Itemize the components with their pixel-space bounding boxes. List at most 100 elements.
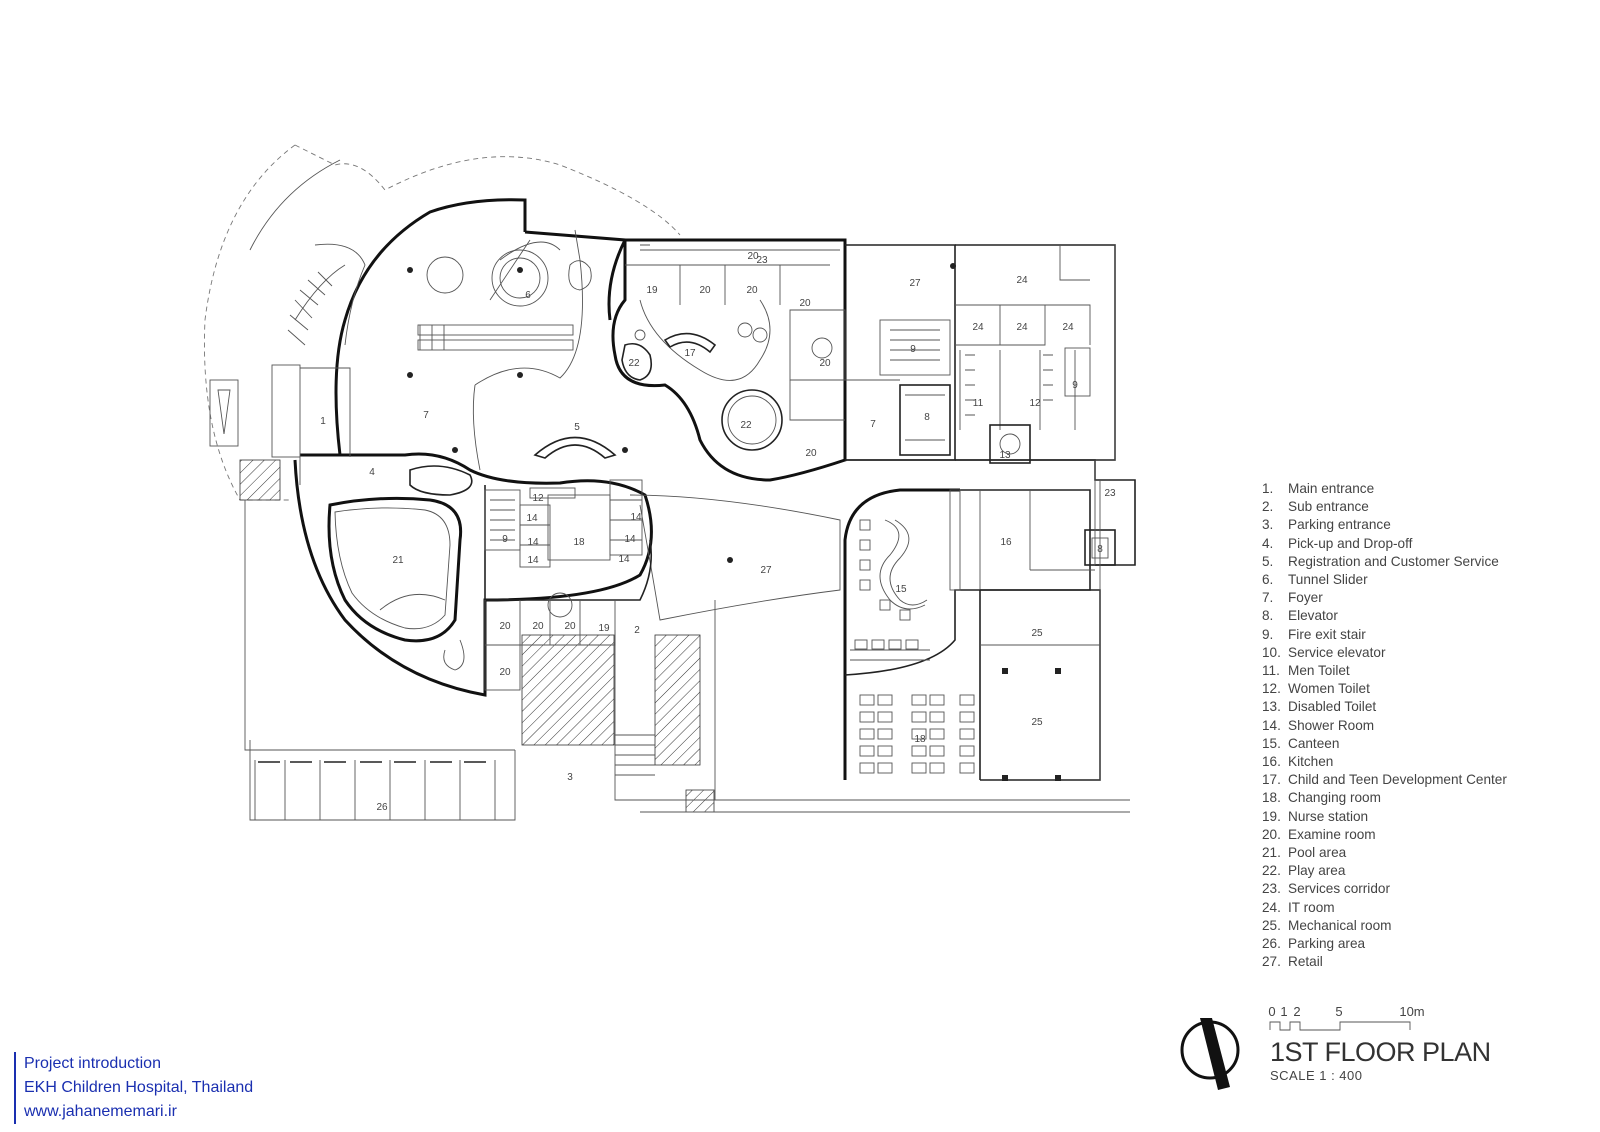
legend-item: 22. Play area	[1262, 862, 1507, 880]
room-label: 8	[1097, 544, 1103, 555]
scale-tick: 10m	[1399, 1004, 1424, 1019]
legend-label: Fire exit stair	[1288, 626, 1366, 642]
scale-tick: 1	[1280, 1004, 1287, 1019]
scale-tick: 0	[1268, 1004, 1275, 1019]
room-label: 24	[1016, 275, 1028, 286]
room-label: 20	[499, 621, 511, 632]
legend-label: Shower Room	[1288, 717, 1375, 733]
room-label: 19	[646, 285, 658, 296]
room-label: 20	[746, 285, 758, 296]
service-block	[955, 244, 1116, 464]
parking-area	[254, 600, 1130, 820]
room-label: 12	[532, 493, 544, 504]
scale-tick: 5	[1335, 1004, 1342, 1019]
room-label: 11	[973, 398, 984, 409]
room-label: 14	[618, 554, 630, 565]
room-label: 14	[630, 512, 642, 523]
room-label: 24	[1062, 322, 1074, 333]
room-label: 27	[909, 278, 921, 289]
east-block	[845, 459, 1136, 566]
room-label: 20	[819, 358, 831, 369]
changing-block	[484, 479, 653, 691]
room-label: 8	[924, 412, 930, 423]
scale-tick: 2	[1293, 1004, 1300, 1019]
room-label: 23	[756, 255, 768, 266]
legend-label: Canteen	[1288, 735, 1340, 751]
legend-number: 17.	[1262, 772, 1281, 788]
legend-number: 21.	[1262, 845, 1281, 861]
legend-item: 17. Child and Teen Development Center	[1262, 771, 1507, 789]
room-label: 14	[527, 555, 539, 566]
legend-number: 4.	[1262, 535, 1274, 551]
room-label: 20	[747, 251, 759, 262]
west-wing-walls	[271, 198, 653, 697]
legend-label: Child and Teen Development Center	[1288, 772, 1507, 788]
room-label: 13	[999, 450, 1011, 461]
development-center	[611, 238, 847, 482]
legend-number: 6.	[1262, 572, 1274, 588]
legend-number: 26.	[1262, 936, 1281, 952]
legend-label: Play area	[1288, 863, 1346, 879]
legend-label: Mechanical room	[1288, 917, 1392, 933]
title-block: 1ST FLOOR PLAN SCALE 1 : 400	[1270, 1038, 1491, 1083]
room-label: 15	[895, 584, 907, 595]
legend-item: 12.Women Toilet	[1262, 680, 1507, 698]
legend-number: 5.	[1262, 553, 1274, 569]
legend-item: 10.Service elevator	[1262, 644, 1507, 662]
legend-number: 2.	[1262, 499, 1274, 515]
legend-label: Changing room	[1288, 790, 1381, 806]
legend-number: 22.	[1262, 863, 1281, 879]
legend-number: 20.	[1262, 826, 1281, 842]
room-label: 14	[527, 537, 539, 548]
legend-number: 14.	[1262, 717, 1281, 733]
legend-label: Elevator	[1288, 608, 1338, 624]
scale-bar: 0 1 2 5 10m	[1268, 1004, 1425, 1031]
room-label: 24	[972, 322, 984, 333]
room-label: 21	[392, 555, 404, 566]
room-label: 16	[1000, 537, 1012, 548]
legend-number: 8.	[1262, 608, 1274, 624]
project-name: EKH Children Hospital, Thailand	[24, 1079, 254, 1096]
legend-label: Retail	[1288, 954, 1323, 970]
room-label: 20	[532, 621, 544, 632]
legend-number: 16.	[1262, 754, 1281, 770]
legend-item: 2. Sub entrance	[1262, 498, 1507, 516]
room-label: 5	[574, 422, 580, 433]
legend-item: 6. Tunnel Slider	[1262, 571, 1507, 589]
room-label: 24	[1016, 322, 1028, 333]
legend-item: 18.Changing room	[1262, 789, 1507, 807]
legend-item: 5.Registration and Customer Service	[1262, 553, 1507, 571]
legend-number: 25.	[1262, 917, 1281, 933]
room-label: 23	[1104, 488, 1116, 499]
project-website-link[interactable]: www.jahanememari.ir	[24, 1103, 177, 1120]
legend-label: Services corridor	[1288, 881, 1390, 897]
legend-item: 16. Kitchen	[1262, 753, 1507, 771]
legend-label: Sub entrance	[1288, 499, 1369, 515]
legend-item: 26.Parking area	[1262, 935, 1507, 953]
legend-label: Tunnel Slider	[1288, 572, 1368, 588]
room-label: 17	[684, 348, 696, 359]
legend-item: 11.Men Toilet	[1262, 662, 1507, 680]
room-label: 7	[870, 419, 876, 430]
core-block	[845, 244, 956, 461]
legend-label: Kitchen	[1288, 754, 1334, 770]
room-label: 2	[634, 625, 640, 636]
legend-item: 1.Main entrance	[1262, 480, 1507, 498]
room-label: 3	[567, 772, 573, 783]
legend-item: 9. Fire exit stair	[1262, 626, 1507, 644]
legend-number: 9.	[1262, 626, 1274, 642]
room-label: 18	[914, 734, 926, 745]
legend-item: 23.Services corridor	[1262, 880, 1507, 898]
project-heading: Project introduction	[24, 1055, 161, 1072]
legend-number: 19.	[1262, 808, 1281, 824]
legend-label: Men Toilet	[1288, 663, 1350, 679]
legend-item: 13.Disabled Toilet	[1262, 698, 1507, 716]
mechanical-block	[980, 480, 1101, 781]
room-label: 14	[624, 534, 636, 545]
legend-item: 15.Canteen	[1262, 735, 1507, 753]
project-info: Project introduction EKH Children Hospit…	[14, 1052, 253, 1124]
legend-item: 24.IT room	[1262, 899, 1507, 917]
room-labels: 1 2 3 4 5 6 7 7 8 8 9 9 9 11 12 12 13 14…	[320, 251, 1116, 813]
legend-label: Parking entrance	[1288, 517, 1391, 533]
